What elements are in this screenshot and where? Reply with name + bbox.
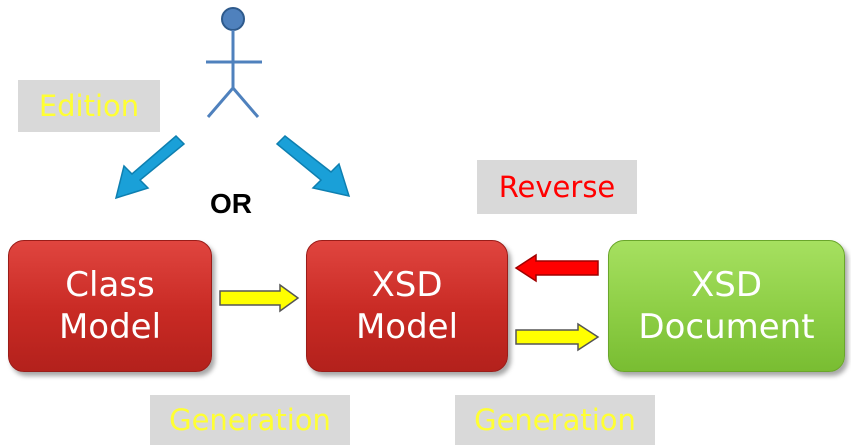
generation-label-left: Generation (150, 395, 350, 445)
generation-left-text: Generation (169, 403, 331, 437)
class-model-line1: Class (65, 264, 155, 305)
class-model-line2: Model (58, 307, 162, 347)
xsd-document-line2: Document (638, 307, 815, 347)
edit-xsd-model-arrow-icon (275, 135, 351, 198)
edition-text: Edition (38, 89, 140, 123)
reverse-arrow-icon (514, 253, 599, 283)
reverse-text: Reverse (498, 170, 616, 204)
generation-label-right: Generation (455, 395, 655, 445)
edit-class-model-arrow-icon (114, 134, 186, 200)
edition-label: Edition (18, 80, 160, 132)
reverse-label: Reverse (477, 160, 637, 214)
class-model-box: Class Model (8, 240, 212, 372)
generation-arrow-2-icon (515, 322, 600, 352)
xsd-model-line2: Model (355, 307, 459, 347)
xsd-model-line1: XSD (371, 264, 443, 305)
xsd-model-box: XSD Model (306, 240, 508, 372)
generation-arrow-1-icon (219, 283, 300, 313)
actor-icon (206, 7, 262, 118)
xsd-document-box: XSD Document (608, 240, 845, 372)
xsd-document-line1: XSD (690, 264, 763, 305)
or-label: OR (210, 188, 252, 219)
generation-right-text: Generation (474, 403, 636, 437)
